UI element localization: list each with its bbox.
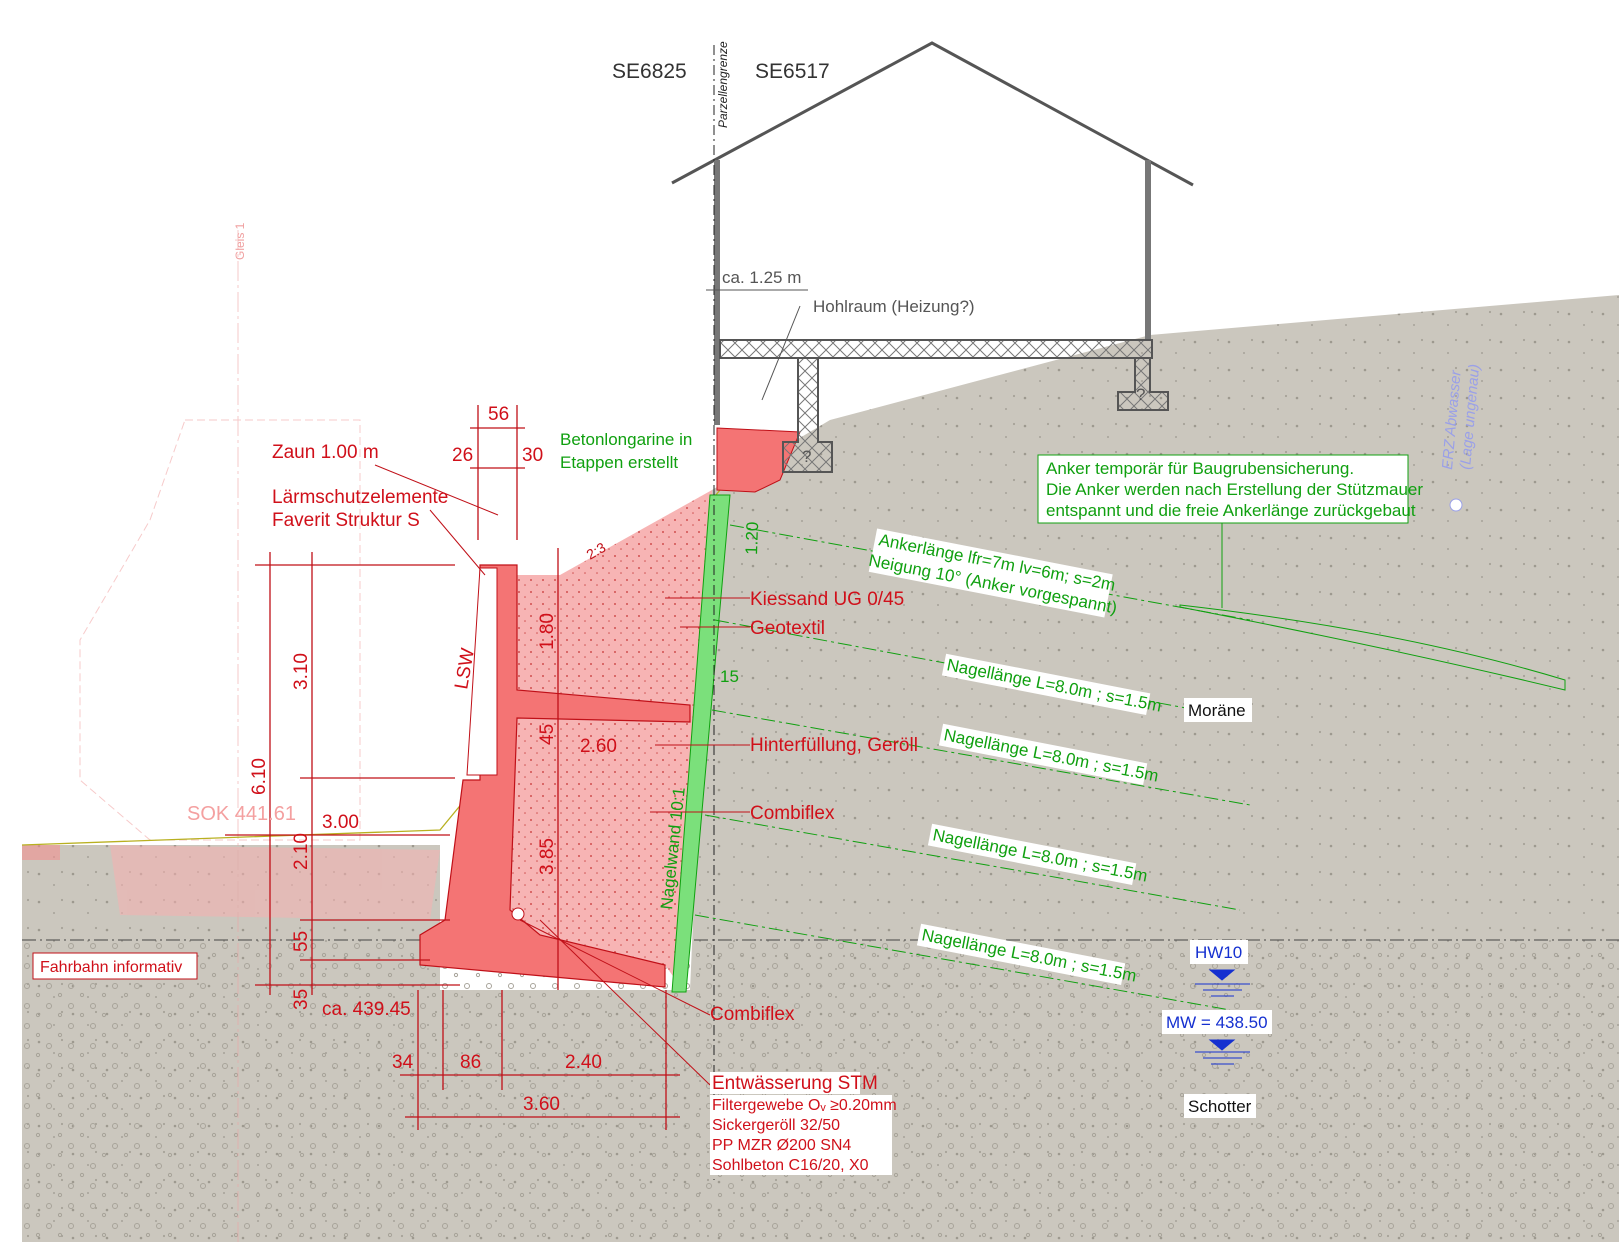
parcel-left: SE6825 [612, 60, 687, 83]
dim-86: 86 [460, 1052, 481, 1073]
anchor-note-line-3: entspannt und die freie Ankerlänge zurüc… [1046, 501, 1416, 520]
dim-210: 2.10 [291, 833, 312, 870]
dim-15: 15 [720, 667, 739, 686]
unknown-foundation-1: ? [802, 447, 811, 466]
fence-label: Zaun 1.00 m [272, 442, 379, 463]
drainage-line-4: Sohlbeton C16/20, X0 [712, 1157, 869, 1174]
mw-water-icon [1195, 1039, 1250, 1065]
soil-gravel-label: Schotter [1188, 1097, 1252, 1116]
house [671, 41, 1194, 473]
concrete-beam [716, 427, 801, 493]
dim-34: 34 [392, 1052, 414, 1073]
parcel-boundary-label: Parzellengrenze [716, 41, 730, 128]
hw10-water-icon [1195, 969, 1250, 997]
dim-30: 30 [522, 445, 543, 466]
mw-label: MW = 438.50 [1166, 1013, 1268, 1032]
gravel-label: Kiessand UG 0/45 [750, 589, 904, 610]
soil-moraine-label: Moräne [1188, 701, 1246, 720]
noise-label-1: Lärmschutzelemente [272, 487, 448, 508]
dim-360: 3.60 [523, 1094, 560, 1115]
drainage-line-1: Filtergewebe Oᵥ ≥0.20mm [712, 1097, 897, 1114]
dim-55: 55 [291, 931, 312, 952]
anchor-note-line-2: Die Anker werden nach Erstellung der Stü… [1046, 480, 1423, 499]
level-label: ca. 439.45 [322, 999, 411, 1020]
drainage-legend: Entwässerung STM Filtergewebe Oᵥ ≥0.20mm… [710, 1072, 897, 1175]
geotextile-label: Geotextil [750, 618, 825, 639]
sewer-pipe-icon [1449, 498, 1463, 512]
drainage-line-2: Sickergeröll 32/50 [712, 1117, 840, 1134]
anchor-note: Anker temporär für Baugrubensicherung. D… [1037, 454, 1423, 524]
dim-45: 45 [537, 724, 558, 745]
dim-310: 3.10 [291, 653, 312, 690]
dim-300: 3.00 [322, 812, 359, 833]
drain-pipe-icon [511, 907, 525, 921]
dim-385: 3.85 [537, 838, 558, 875]
house-offset: ca. 1.25 m [722, 268, 801, 287]
drainage-line-3: PP MZR Ø200 SN4 [712, 1137, 851, 1154]
hw10-label: HW10 [1195, 943, 1242, 962]
sok-label: SOK 441.61 [187, 803, 296, 825]
dim-610: 6.10 [249, 758, 270, 795]
dim-240: 2.40 [565, 1052, 602, 1073]
dim-120: 1.20 [742, 521, 762, 555]
dim-26: 26 [452, 445, 473, 466]
anchor-note-line-1: Anker temporär für Baugrubensicherung. [1046, 459, 1354, 478]
dim-180: 1.80 [537, 613, 558, 650]
nail-wall [671, 494, 731, 993]
beam-label-2: Etappen erstellt [560, 453, 678, 472]
road-label: Fahrbahn informativ [40, 959, 182, 976]
noise-label-2: Faverit Struktur S [272, 510, 420, 531]
dim-56: 56 [488, 404, 509, 425]
cavity-label: Hohlraum (Heizung?) [813, 297, 975, 316]
combiflex-label-1: Combiflex [750, 803, 835, 824]
track-label: Gleis 1 [233, 222, 247, 260]
dim-260: 2.60 [580, 736, 617, 757]
beam-label-1: Betonlongarine in [560, 430, 692, 449]
drainage-title: Entwässerung STM [712, 1073, 878, 1094]
unknown-foundation-2: ? [1136, 385, 1145, 404]
dim-35: 35 [291, 989, 312, 1010]
backfill-label: Hinterfüllung, Geröll [750, 735, 918, 756]
road-informative [22, 230, 440, 1242]
combiflex-label-2: Combiflex [710, 1004, 795, 1025]
parcel-right: SE6517 [755, 60, 830, 83]
